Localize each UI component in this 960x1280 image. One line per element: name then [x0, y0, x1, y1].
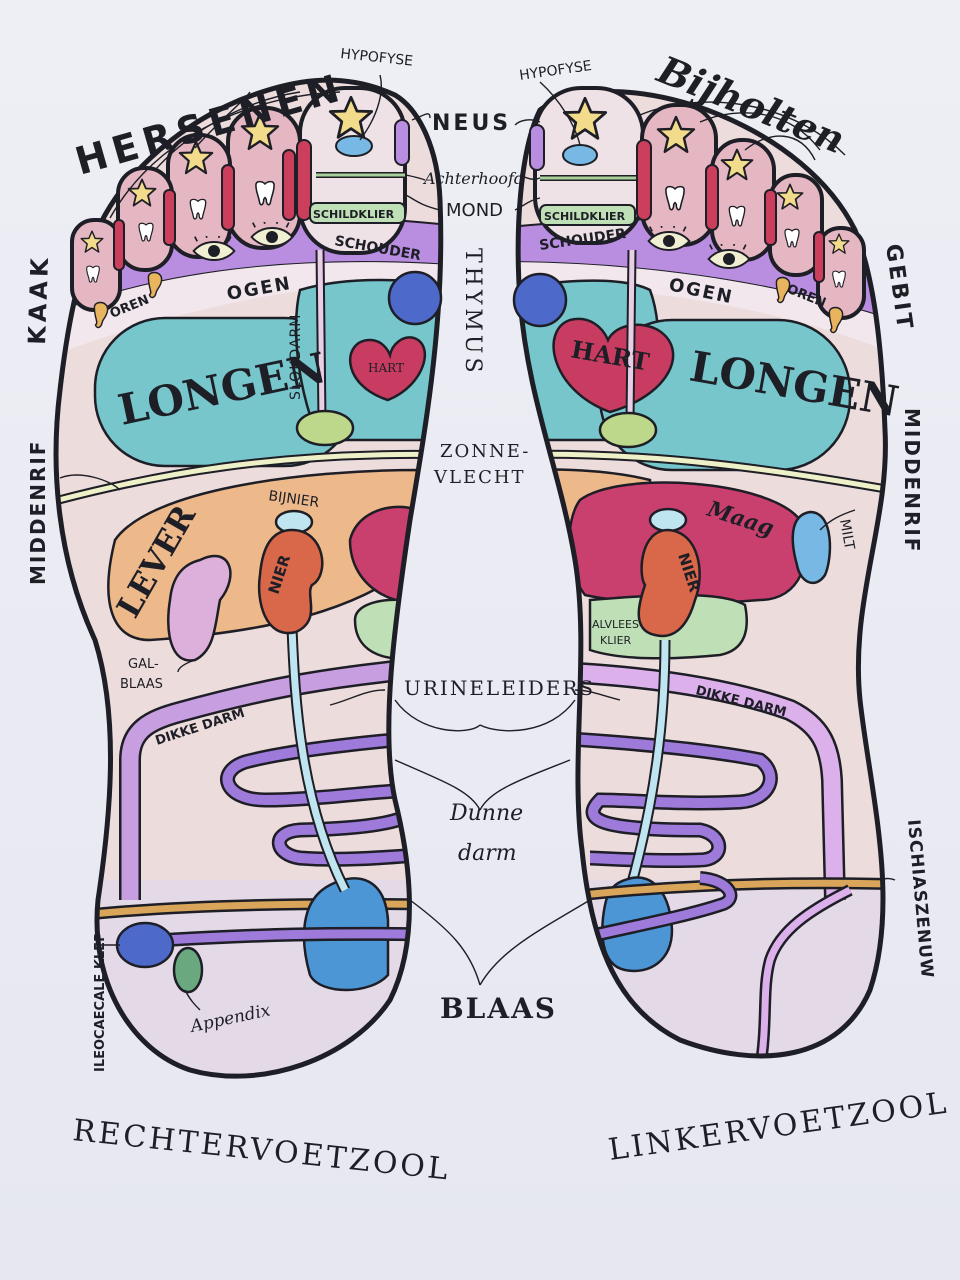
label-alvleesklier-1: ALVLEES- — [592, 618, 643, 631]
label-mond: MOND — [446, 200, 503, 221]
toe-right-5 — [70, 218, 122, 312]
thymus-right-blob — [387, 270, 443, 326]
thymus-left-blob — [512, 272, 568, 328]
label-hypofyse-right: HYPOFYSE — [340, 46, 414, 70]
label-milt: MILT — [836, 518, 857, 551]
label-ischiaszenuw: ISCHIASZENUW — [903, 819, 937, 980]
label-zonnevlecht-2: VLECHT — [433, 467, 526, 488]
ileocecal-valve-blob — [115, 921, 175, 969]
label-linkervoetzool: LINKERVOETZOOL — [606, 1085, 951, 1167]
label-schildklier-right: SCHILDKLIER — [313, 208, 395, 221]
label-urineleiders: URINELEIDERS — [404, 676, 595, 700]
label-alvleesklier-2: KLIER — [600, 634, 632, 647]
heart-right — [349, 336, 427, 402]
label-achterhoofd: Achterhoofd — [422, 169, 524, 188]
heart-left — [552, 317, 675, 414]
appendix-blob — [172, 946, 204, 994]
label-galblaas-2: BLAAS — [120, 677, 163, 692]
ear-band-right — [56, 262, 441, 360]
label-bijnier: BIJNIER — [267, 488, 320, 511]
label-neus: NEUS — [432, 111, 511, 136]
label-gebit: GEBIT — [880, 242, 917, 333]
label-hypofyse-left: HYPOFYSE — [518, 58, 592, 84]
kidney-left — [637, 528, 701, 638]
label-hart-right: HART — [368, 361, 404, 375]
label-dunne-2: darm — [458, 841, 517, 866]
label-thymus: THYMUS — [460, 248, 485, 377]
label-rechtervoetzool: RECHTERVOETZOOL — [71, 1113, 452, 1187]
kidney-right — [257, 528, 324, 635]
solar-plexus-right — [295, 409, 355, 447]
spleen-left — [791, 510, 832, 585]
adrenal-left — [648, 507, 688, 533]
leader-lines — [59, 74, 896, 1011]
label-blaas: BLAAS — [440, 992, 557, 1025]
rechtervoet — [53, 77, 444, 1079]
solar-plexus-left — [598, 411, 658, 449]
label-zonnevlecht-1: ZONNE- — [440, 441, 530, 462]
toes-left — [529, 86, 866, 320]
label-schildklier-left: SCHILDKLIER — [544, 210, 626, 223]
toes-right — [70, 86, 410, 312]
label-middenrif-right: MIDDENRIF — [26, 440, 50, 585]
label-galblaas-1: GAL- — [128, 657, 159, 672]
gallbladder-right — [167, 554, 232, 662]
label-ileocaecale: ILEOCAECALE KLEP — [93, 932, 108, 1072]
label-middenrif-left: MIDDENRIF — [900, 408, 924, 553]
label-kaak: KAAK — [23, 254, 54, 345]
label-dunne-1: Dunne — [449, 801, 523, 826]
label-slokdarm: SLOKDARM — [288, 314, 304, 400]
